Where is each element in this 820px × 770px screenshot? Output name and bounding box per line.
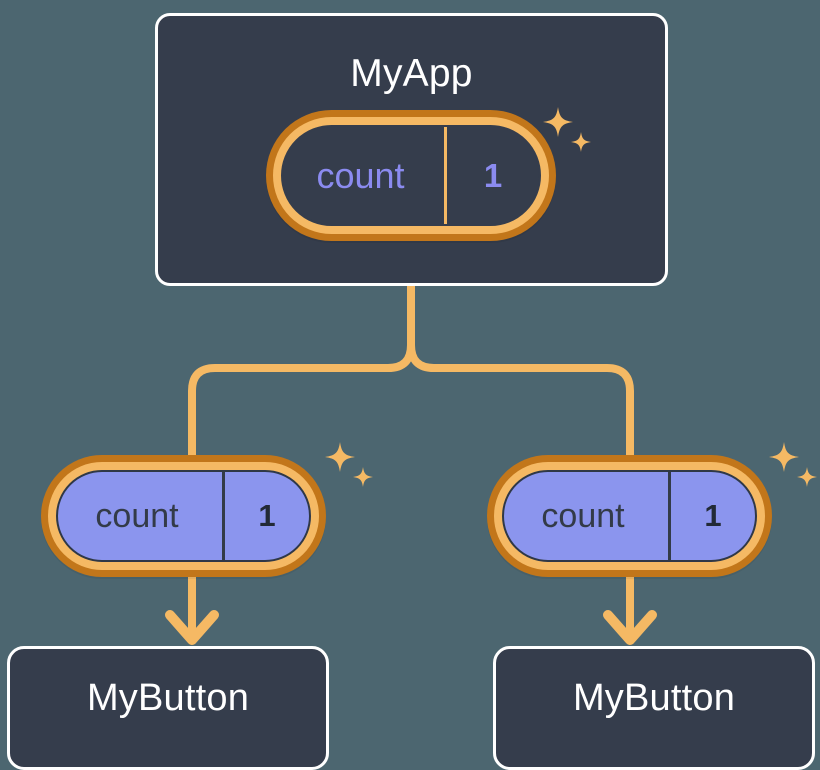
state-value-label: 1 — [444, 127, 539, 224]
state-value-label: 1 — [222, 472, 309, 560]
state-pill-left[interactable]: count 1 — [41, 455, 326, 577]
connector-branch-left — [188, 344, 415, 457]
component-title-myapp: MyApp — [350, 52, 473, 95]
connector-arrow-right-head — [603, 610, 657, 645]
state-pill-face: count 1 — [281, 125, 541, 226]
state-pill-inner-ring: count 1 — [494, 462, 765, 570]
sparkle-star-small — [353, 467, 373, 487]
component-title-mybutton-left: MyButton — [86, 677, 250, 719]
connector-branch-right — [407, 344, 634, 457]
state-key-label: count — [541, 496, 625, 535]
state-pill-right[interactable]: count 1 — [487, 455, 772, 577]
connector-arrow-left-head — [165, 610, 219, 645]
component-card-mybutton-left[interactable]: MyButton — [7, 646, 329, 770]
state-pill-inner-ring: count 1 — [273, 117, 549, 234]
state-key-label: count — [95, 496, 179, 535]
sparkles-icon — [320, 440, 380, 500]
sparkle-star-small — [797, 467, 817, 487]
sparkle-star-large — [769, 442, 799, 472]
state-key-label: count — [316, 154, 405, 196]
state-pill-myapp[interactable]: count 1 — [266, 110, 556, 241]
state-pill-face: count 1 — [56, 470, 311, 562]
state-value-label: 1 — [668, 472, 755, 560]
sparkles-icon — [764, 440, 820, 500]
sparkle-star-large — [325, 442, 355, 472]
component-title-mybutton-right: MyButton — [572, 677, 736, 719]
state-pill-inner-ring: count 1 — [48, 462, 319, 570]
component-card-mybutton-right[interactable]: MyButton — [493, 646, 815, 770]
state-pill-face: count 1 — [502, 470, 757, 562]
